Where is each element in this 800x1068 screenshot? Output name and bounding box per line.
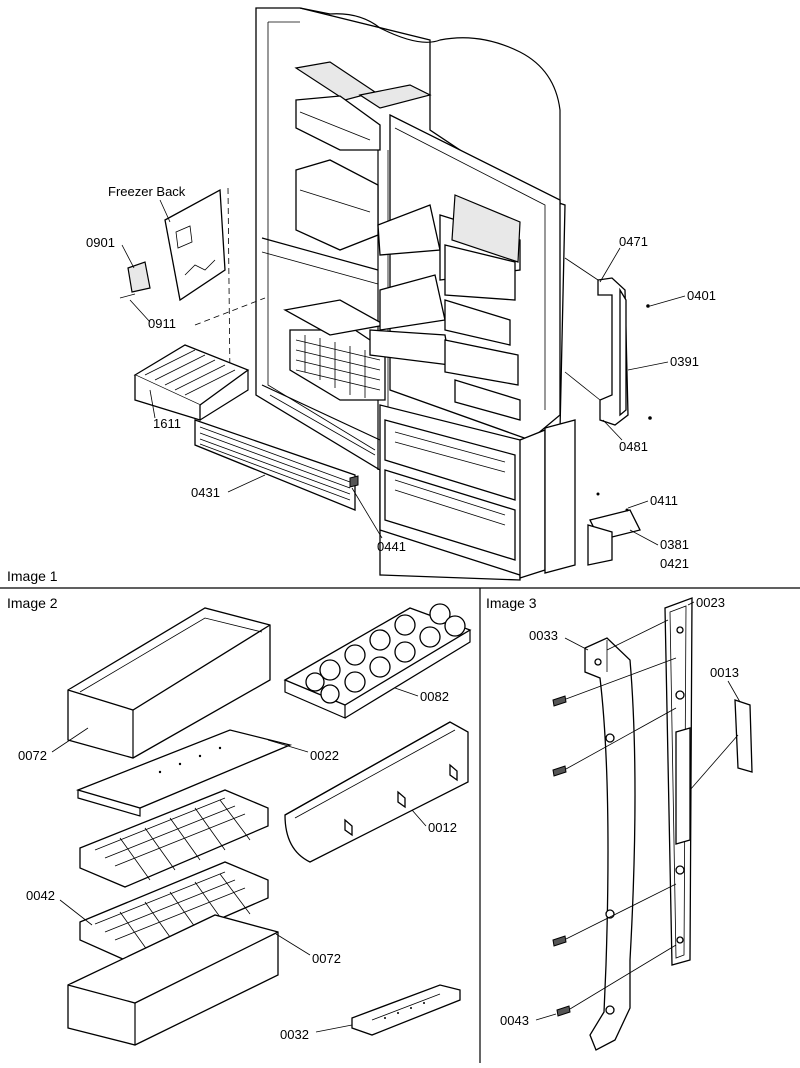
door-handle-assembly — [564, 257, 652, 566]
door-shelf — [284, 721, 469, 863]
label-0032: 0032 — [280, 1027, 309, 1042]
freezer-basket — [283, 299, 387, 401]
ice-bin-upper — [67, 607, 271, 759]
label-1611: 1611 — [153, 416, 181, 431]
label-0072-upper: 0072 — [18, 748, 47, 763]
label-0481: 0481 — [619, 439, 648, 454]
label-0441: 0441 — [377, 539, 406, 554]
caption-image2: Image 2 — [7, 595, 58, 611]
label-0072-lower: 0072 — [312, 951, 341, 966]
label-0911: 0911 — [148, 316, 176, 331]
label-0023: 0023 — [696, 595, 725, 610]
handle-screws — [552, 619, 739, 1017]
label-0012: 0012 — [428, 820, 457, 835]
ice-tray-lower — [79, 861, 269, 961]
label-0431: 0431 — [191, 485, 220, 500]
lower-drawer-door — [379, 404, 576, 579]
image2-callouts: 0072 0022 0082 0012 0042 0072 0032 — [18, 687, 457, 1042]
label-0043: 0043 — [500, 1013, 529, 1028]
small-tray — [351, 984, 461, 1036]
label-0901: 0901 — [86, 235, 115, 250]
label-0082: 0082 — [420, 689, 449, 704]
image1-callouts: Freezer Back 0901 0911 1611 0431 0441 04… — [7, 184, 716, 584]
caption-image3: Image 3 — [486, 595, 537, 611]
caption-image1: Image 1 — [7, 568, 58, 584]
ice-bin-lower — [67, 914, 279, 1046]
kick-plate-grille — [194, 419, 359, 511]
image3-callouts: 0023 0033 0013 0043 — [500, 595, 741, 1028]
label-0421: 0421 — [660, 556, 689, 571]
label-0013: 0013 — [710, 665, 739, 680]
fresh-food-door — [369, 113, 561, 441]
label-0042: 0042 — [26, 888, 55, 903]
label-0033: 0033 — [529, 628, 558, 643]
handle-bracket-long — [584, 637, 636, 1051]
egg-tray — [283, 603, 472, 719]
freezer-back-assembly — [119, 187, 266, 381]
handle-grip — [664, 597, 693, 966]
label-0381: 0381 — [660, 537, 689, 552]
crisper-rack — [133, 344, 250, 421]
label-0401: 0401 — [687, 288, 716, 303]
label-0471: 0471 — [619, 234, 648, 249]
label-freezer-back: Freezer Back — [108, 184, 186, 199]
ice-tray-upper — [79, 789, 269, 888]
label-0411: 0411 — [650, 493, 678, 508]
ice-bin-cover — [75, 729, 293, 817]
handle-trim-strip — [734, 699, 753, 773]
label-0391: 0391 — [670, 354, 699, 369]
freezer-shelves — [294, 61, 432, 251]
label-0022: 0022 — [310, 748, 339, 763]
